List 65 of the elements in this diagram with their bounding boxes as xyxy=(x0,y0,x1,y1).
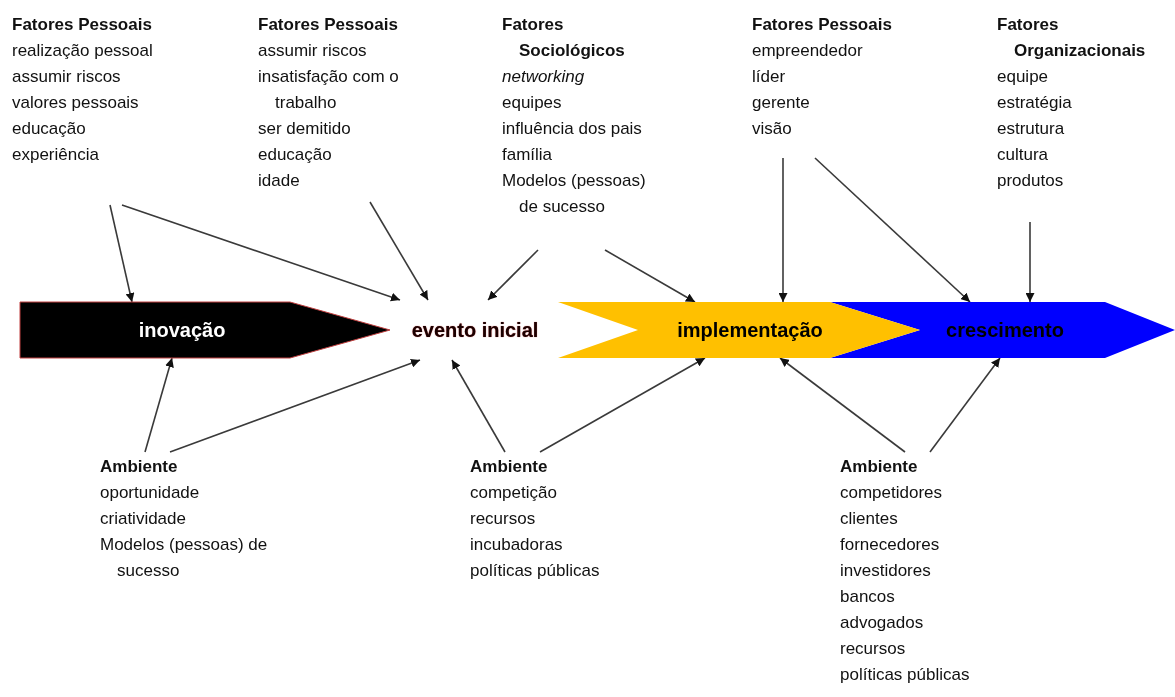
arrow xyxy=(1025,221,1035,303)
factor-item: políticas públicas xyxy=(840,664,970,686)
factor-item: família xyxy=(502,144,553,166)
arrow xyxy=(487,249,539,301)
factor-item: cultura xyxy=(997,144,1049,166)
stage-label: crescimento xyxy=(946,318,1064,342)
factor-item: influência dos pais xyxy=(502,118,642,140)
arrow xyxy=(929,357,1001,453)
chevron-arrow-shape xyxy=(830,302,1175,358)
factor-item: assumir riscos xyxy=(258,40,367,62)
factor-item: educação xyxy=(258,144,332,166)
factor-item: recursos xyxy=(470,508,536,530)
factor-item: Modelos (pessoas) de sucesso xyxy=(100,534,269,582)
factor-item: competidores xyxy=(840,482,943,504)
factor-item: educação xyxy=(12,118,86,140)
factor-item: equipe xyxy=(997,66,1049,88)
factor-item: advogados xyxy=(840,612,924,634)
stage-label: implementação xyxy=(677,318,823,342)
arrow xyxy=(169,358,421,453)
factor-item: bancos xyxy=(840,586,895,608)
arrow xyxy=(778,157,788,303)
factor-item: valores pessoais xyxy=(12,92,139,114)
factor-item: experiência xyxy=(12,144,99,166)
factor-item: realização pessoal xyxy=(12,40,153,62)
group-heading: Ambiente xyxy=(100,456,178,478)
arrow xyxy=(451,359,506,453)
arrow xyxy=(779,357,906,453)
chevron-arrow-shape xyxy=(20,302,390,358)
factor-item: Modelos (pessoas) de sucesso xyxy=(502,170,647,218)
arrow xyxy=(814,157,971,303)
stage-label: inovação xyxy=(138,318,226,342)
arrow xyxy=(109,204,135,303)
factor-item: políticas públicas xyxy=(470,560,600,582)
factor-item: empreendedor xyxy=(752,40,863,62)
factor-item: líder xyxy=(752,66,786,88)
factor-item: estratégia xyxy=(997,92,1072,114)
factor-item: equipes xyxy=(502,92,562,114)
factor-item: fornecedores xyxy=(840,534,940,556)
arrow xyxy=(369,201,429,301)
factor-item: gerente xyxy=(752,92,810,114)
arrow xyxy=(144,357,174,453)
chevron-arrow-shape xyxy=(558,302,920,358)
factor-item: assumir riscos xyxy=(12,66,121,88)
group-heading: Fatores Pessoais xyxy=(258,14,398,36)
factor-item: ser demitido xyxy=(258,118,351,140)
factor-item: incubadoras xyxy=(470,534,563,556)
group-heading: Fatores Pessoais xyxy=(12,14,152,36)
factor-item: clientes xyxy=(840,508,898,530)
arrow xyxy=(539,357,706,453)
group-heading: Ambiente xyxy=(470,456,548,478)
stage-label: evento inicial xyxy=(411,318,539,342)
factor-item: visão xyxy=(752,118,792,140)
factor-item: criatividade xyxy=(100,508,186,530)
factor-item: investidores xyxy=(840,560,931,582)
factor-item: produtos xyxy=(997,170,1064,192)
factor-item: idade xyxy=(258,170,300,192)
factor-item: networking xyxy=(502,66,585,88)
group-heading: Fatores Pessoais xyxy=(752,14,892,36)
arrow xyxy=(121,204,401,302)
group-heading: Ambiente xyxy=(840,456,918,478)
factor-item: recursos xyxy=(840,638,906,660)
arrow xyxy=(604,249,696,303)
factor-item: oportunidade xyxy=(100,482,200,504)
factor-item: estrutura xyxy=(997,118,1065,140)
factor-item: competição xyxy=(470,482,557,504)
